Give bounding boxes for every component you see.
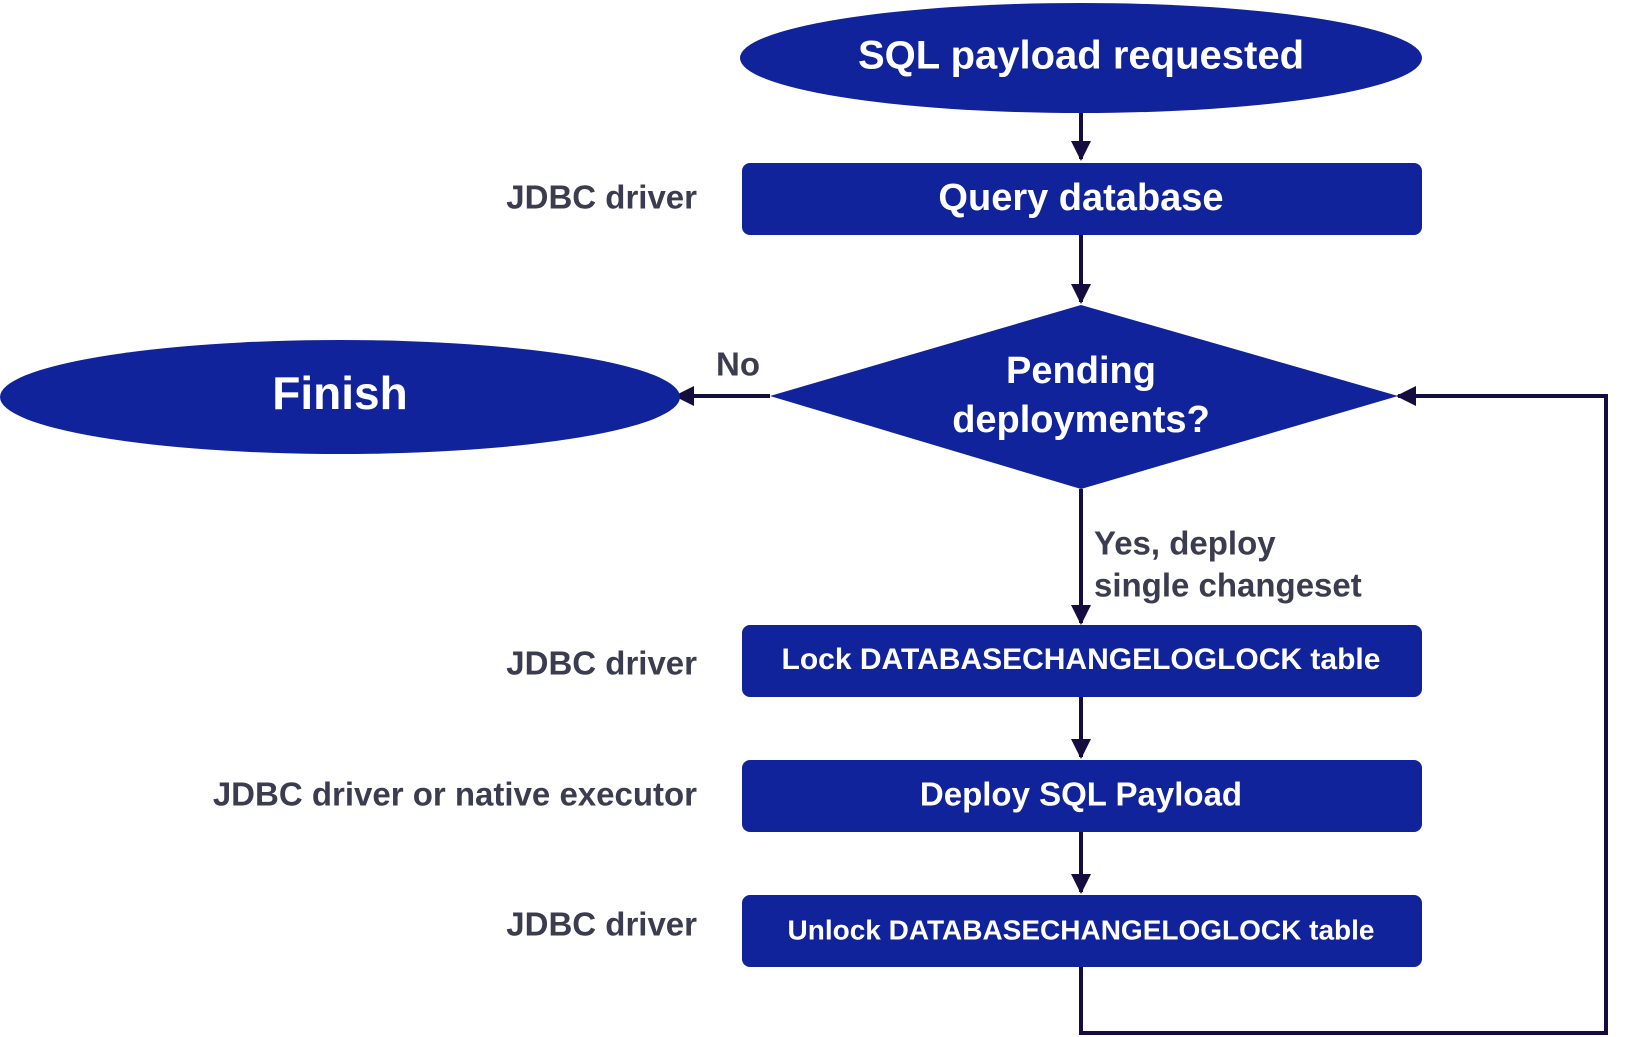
query-node xyxy=(742,163,1422,235)
start-node xyxy=(740,3,1422,113)
deploy-annotation: JDBC driver or native executor xyxy=(213,776,697,813)
edge-label-yes-line2: single changeset xyxy=(1094,567,1362,604)
query-annotation: JDBC driver xyxy=(506,179,697,216)
edge-label-yes-line1: Yes, deploy xyxy=(1094,525,1276,562)
decision-node-label-line1: Pending xyxy=(1006,350,1156,392)
finish-node-label: Finish xyxy=(272,367,407,419)
finish-node xyxy=(0,340,680,454)
deploy-node xyxy=(742,760,1422,832)
deploy-node-label: Deploy SQL Payload xyxy=(920,776,1242,813)
edge-label-no: No xyxy=(716,346,760,383)
edge-unlock-loop-to-decision xyxy=(1079,386,1608,1035)
decision-node-label-line2: deployments? xyxy=(952,399,1210,441)
unlock-annotation: JDBC driver xyxy=(506,906,697,943)
start-node-label: SQL payload requested xyxy=(858,34,1304,78)
lock-node xyxy=(742,625,1422,697)
lock-node-label: Lock DATABASECHANGELOGLOCK table xyxy=(782,643,1381,676)
unlock-node-label: Unlock DATABASECHANGELOGLOCK table xyxy=(788,914,1375,945)
query-node-label: Query database xyxy=(938,177,1223,219)
lock-annotation: JDBC driver xyxy=(506,645,697,682)
unlock-node xyxy=(742,895,1422,967)
decision-node xyxy=(770,305,1398,489)
